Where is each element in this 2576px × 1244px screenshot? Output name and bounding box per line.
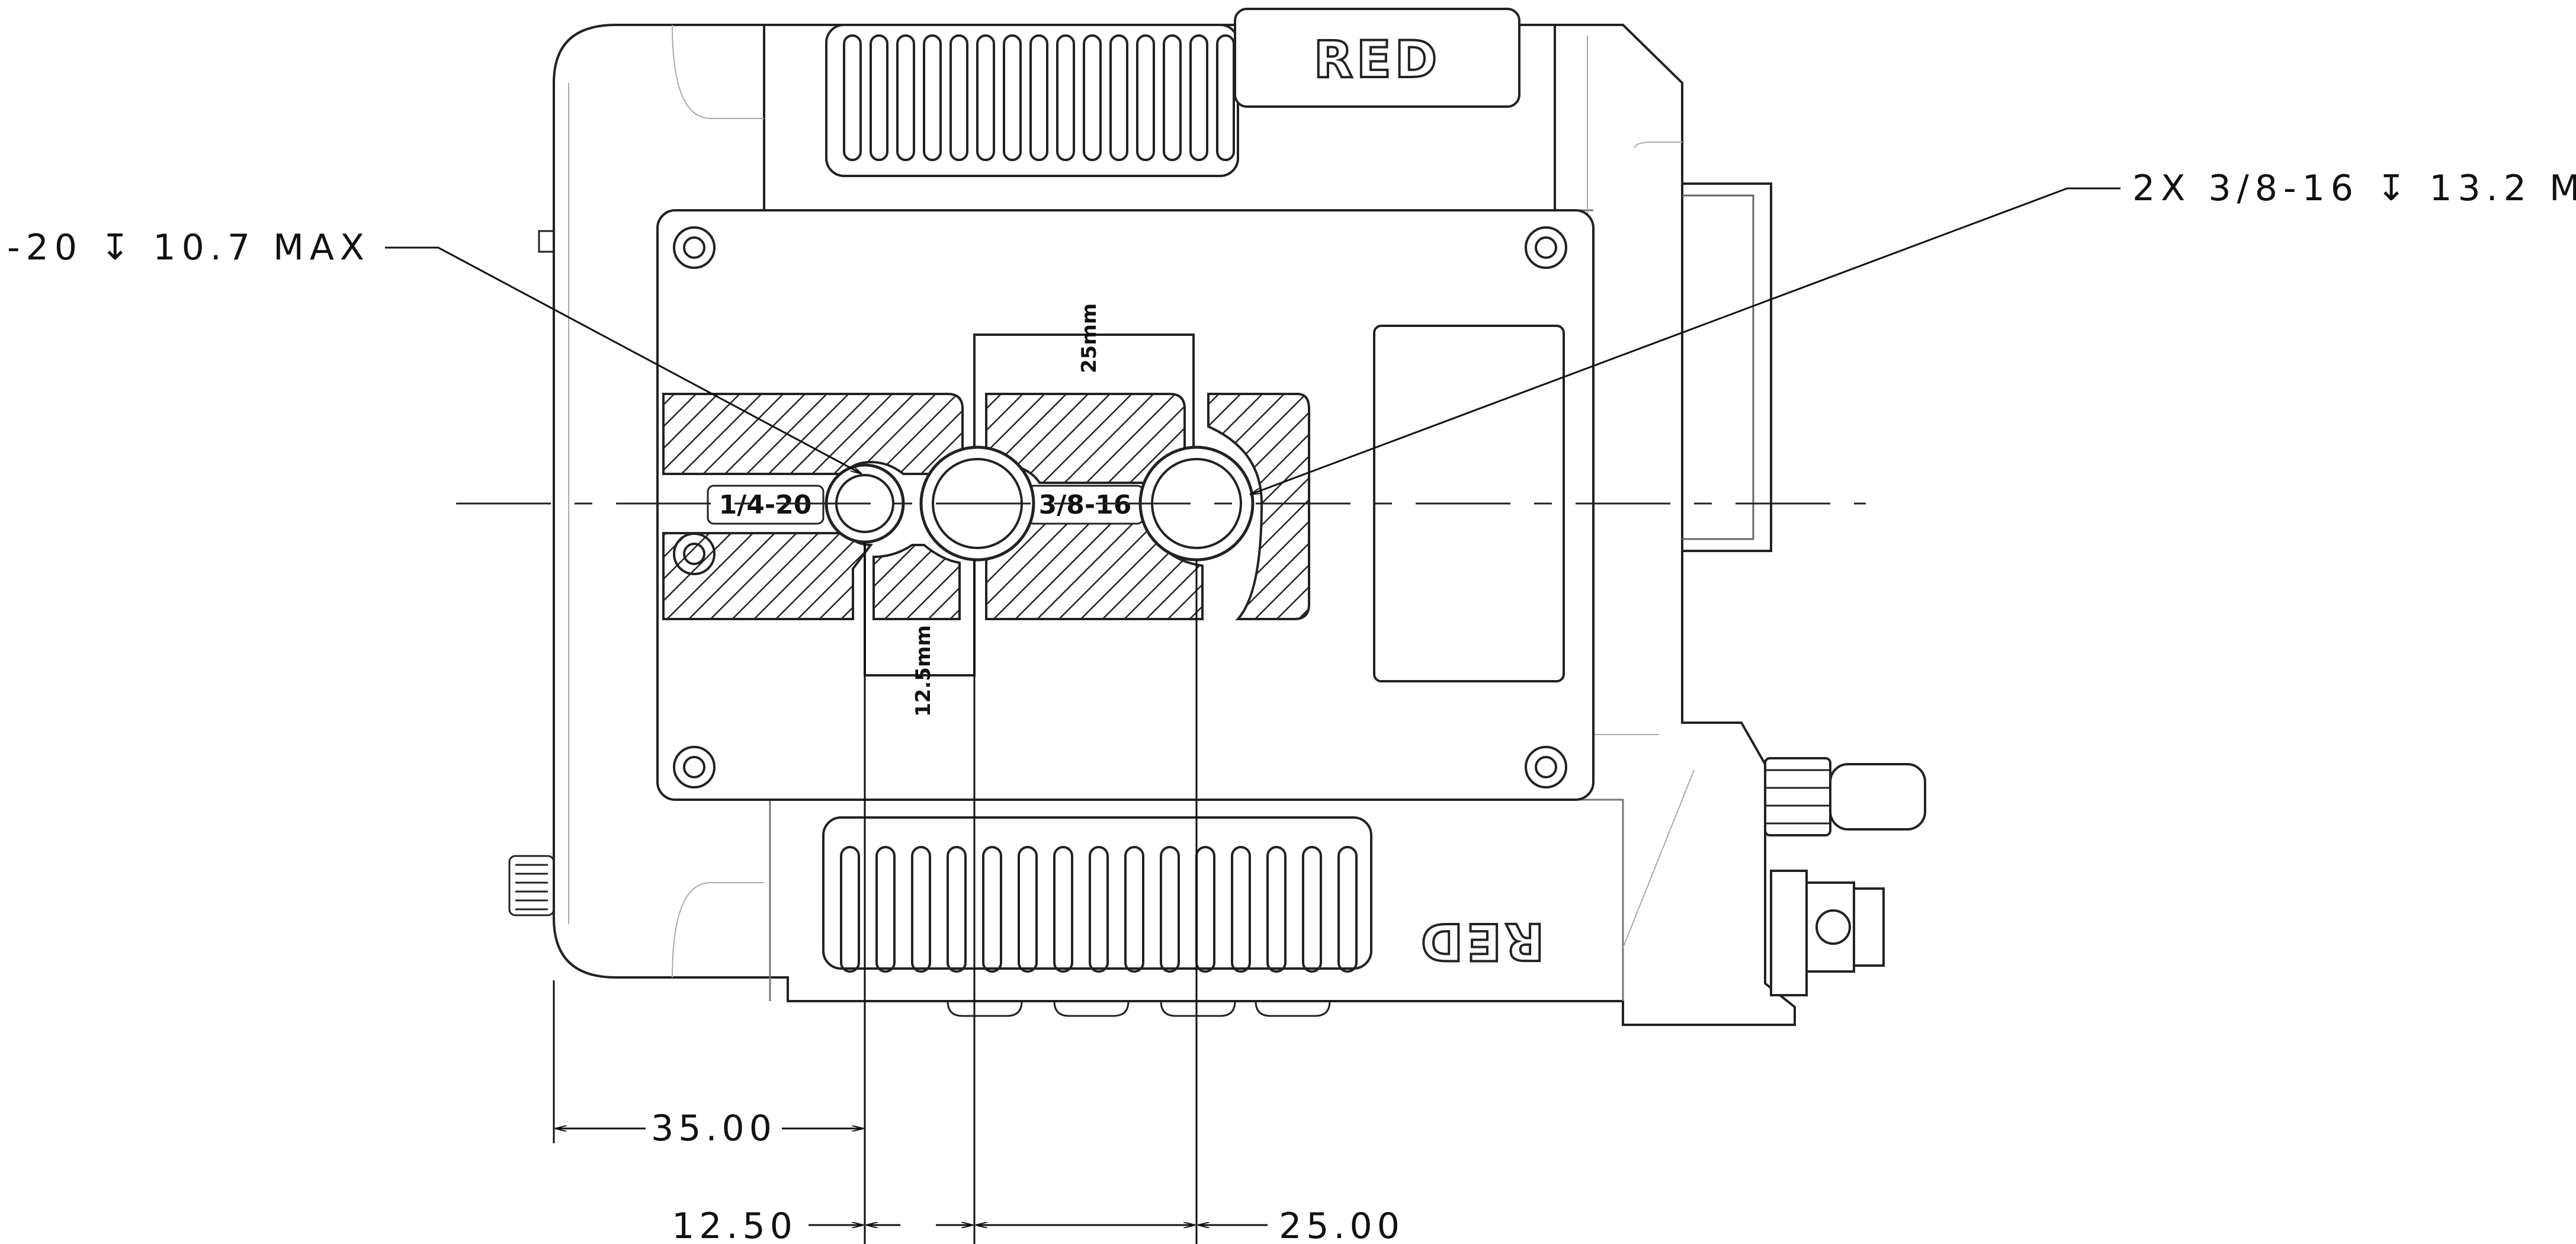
extension-lines bbox=[553, 542, 1198, 1244]
dimension-label-35: 35.00 bbox=[651, 1108, 777, 1149]
dimension-label-12-5: 12.50 bbox=[672, 1205, 797, 1244]
hatch-labels: 1/4-20 3/8-16 bbox=[707, 485, 1144, 525]
screw-icon bbox=[1525, 226, 1567, 269]
spacing-label-top: 25mm bbox=[1077, 303, 1101, 373]
screw-icon bbox=[673, 226, 716, 269]
hatched-mount-area bbox=[662, 393, 1310, 620]
callout-three-eighths: 2X 3/8-16 ↧ 13.2 MAX bbox=[2132, 168, 2576, 209]
bottom-brand-badge: RED bbox=[1416, 910, 1545, 972]
dimension-label-25: 25.00 bbox=[1279, 1205, 1404, 1244]
screw-icon bbox=[673, 746, 716, 788]
brand-logo-top: RED bbox=[1314, 30, 1441, 89]
side-connectors bbox=[1764, 757, 1926, 996]
bottom-vent-slots bbox=[840, 846, 1358, 973]
screw-icon bbox=[1525, 746, 1567, 788]
top-vent bbox=[825, 24, 1239, 177]
brand-logo-bottom: RED bbox=[1417, 912, 1544, 971]
hatch-label-left: 1/4-20 bbox=[719, 490, 812, 520]
leader-lines bbox=[385, 187, 2121, 496]
spacing-label-bottom: 12.5mm bbox=[912, 625, 935, 717]
top-brand-badge: RED bbox=[1234, 8, 1520, 108]
side-rail bbox=[1682, 182, 1772, 552]
spacing-bracket-top bbox=[973, 334, 1195, 447]
hatch-label-right: 3/8-16 bbox=[1039, 490, 1132, 520]
top-vent-slots bbox=[843, 34, 1235, 161]
bottom-vent bbox=[822, 816, 1372, 1017]
side-knob bbox=[508, 230, 555, 916]
callout-quarter-20: 1/4-20 ↧ 10.7 MAX bbox=[0, 227, 370, 268]
